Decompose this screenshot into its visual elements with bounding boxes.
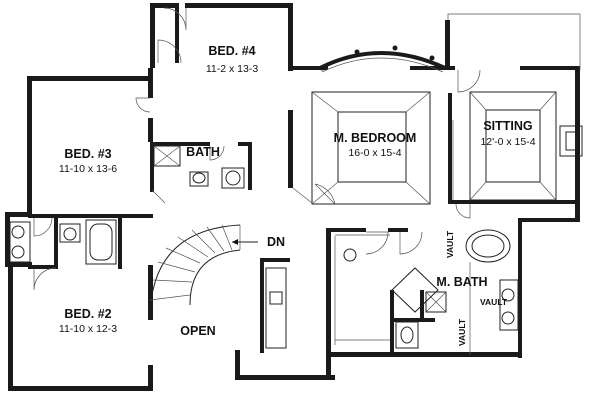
door-swings (33, 7, 481, 291)
balcony-outline (447, 13, 581, 70)
spiral-stair (149, 224, 258, 321)
bath-name: BATH (186, 145, 220, 159)
open-name: OPEN (180, 324, 215, 338)
railing (262, 262, 287, 350)
sitting-size: 12'-0 x 15-4 (480, 136, 535, 148)
mbath-fixtures (335, 229, 519, 355)
vault-label-left: VAULT (457, 318, 467, 346)
room-open: OPEN (180, 324, 215, 338)
mbedroom-name: M. BEDROOM (334, 131, 417, 145)
vault-label-top: VAULT (445, 230, 455, 258)
mbedroom-size: 16-0 x 15-4 (348, 147, 401, 159)
vault-label-right: VAULT (480, 297, 508, 307)
bed2-name: BED. #2 (64, 307, 111, 321)
bed4-name: BED. #4 (208, 44, 255, 58)
hall-bath-fixtures (153, 145, 245, 189)
sitting-tray-ceiling (469, 91, 557, 201)
bed3-bath-fixtures (9, 219, 117, 265)
room-master-bath: M. BATH (436, 275, 487, 289)
sitting-name: SITTING (483, 119, 532, 133)
exterior-walls (5, 3, 580, 391)
mbath-name: M. BATH (436, 275, 487, 289)
room-bed3: BED. #3 11-10 x 13-6 (59, 147, 117, 175)
interior-walls (28, 3, 435, 355)
stair-down-label: DN (267, 235, 285, 249)
mbedroom-tray-ceiling (311, 91, 431, 205)
bed3-size: 11-10 x 13-6 (59, 163, 117, 175)
room-master-bedroom: M. BEDROOM 16-0 x 15-4 (334, 131, 417, 159)
room-sitting: SITTING 12'-0 x 15-4 (480, 119, 535, 148)
room-bed2: BED. #2 11-10 x 12-3 (59, 307, 117, 335)
bed4-size: 11-2 x 13-3 (206, 63, 258, 75)
room-bed4: BED. #4 11-2 x 13-3 (206, 44, 258, 75)
bed3-name: BED. #3 (64, 147, 111, 161)
bed2-size: 11-10 x 12-3 (59, 323, 117, 335)
fireplace-icon (559, 125, 583, 157)
closet-shelving (334, 120, 454, 345)
room-hall-bath: BATH (186, 145, 220, 159)
